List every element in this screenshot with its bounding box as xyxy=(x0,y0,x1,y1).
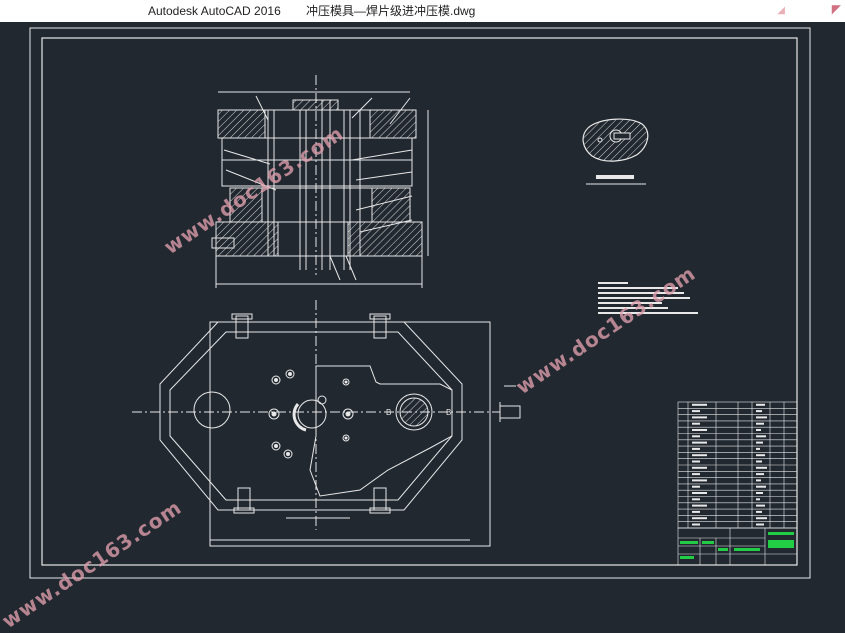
technical-notes xyxy=(598,282,698,314)
parts-row-mark xyxy=(756,447,760,450)
parts-row-mark xyxy=(692,523,700,526)
parts-row-mark xyxy=(756,498,760,501)
parts-row-mark xyxy=(756,517,767,520)
parts-row-mark xyxy=(756,435,766,438)
parts-row-mark xyxy=(756,454,765,457)
parts-row-mark xyxy=(692,460,700,463)
app-title: Autodesk AutoCAD 2016 xyxy=(148,4,281,18)
title-corner-icon: ◤ xyxy=(831,2,841,16)
parts-row-mark xyxy=(692,447,700,450)
parts-row-mark xyxy=(692,422,700,425)
parts-row-mark xyxy=(692,479,707,482)
section-view xyxy=(211,75,429,288)
title-block-accents xyxy=(680,532,794,559)
parts-row-mark xyxy=(756,485,766,488)
parts-list-table xyxy=(677,401,798,529)
parts-row-mark xyxy=(756,479,761,482)
outer-frame xyxy=(29,27,811,579)
parts-row-mark xyxy=(756,523,764,526)
part-sketch xyxy=(582,118,649,185)
section-label-b-right: B xyxy=(446,408,451,417)
parts-row-mark xyxy=(692,435,700,438)
inner-frame xyxy=(41,37,798,566)
file-title: 冲压模具—焊片级进冲压模.dwg xyxy=(306,4,476,18)
parts-row-mark xyxy=(756,473,764,476)
title-block xyxy=(677,527,798,566)
parts-row-mark xyxy=(756,429,761,431)
parts-row-mark xyxy=(756,510,762,513)
parts-row-mark xyxy=(756,492,763,494)
plan-view xyxy=(132,300,521,547)
parts-row-mark xyxy=(692,517,707,520)
parts-row-mark xyxy=(692,429,707,431)
parts-list-text xyxy=(692,403,767,526)
parts-row-mark xyxy=(692,410,700,413)
parts-row-mark xyxy=(692,498,700,501)
parts-row-mark xyxy=(692,473,700,476)
parts-row-mark xyxy=(692,403,707,406)
parts-row-mark xyxy=(692,504,707,507)
drawing-canvas[interactable]: B B xyxy=(0,22,845,593)
parts-row-mark xyxy=(756,460,762,463)
parts-row-mark xyxy=(692,492,707,494)
parts-row-mark xyxy=(756,403,765,406)
parts-row-mark xyxy=(692,454,707,457)
parts-row-mark xyxy=(692,441,707,444)
parts-row-mark xyxy=(756,410,762,413)
section-label-b-left: B xyxy=(386,408,391,417)
parts-row-mark xyxy=(692,416,707,419)
parts-row-mark xyxy=(692,485,700,488)
parts-row-mark xyxy=(692,510,700,513)
parts-row-mark xyxy=(756,504,765,507)
parts-row-mark xyxy=(692,466,707,469)
parts-row-mark xyxy=(756,441,763,444)
parts-row-mark xyxy=(756,422,764,425)
parts-row-mark xyxy=(756,466,767,469)
title-bar: Autodesk AutoCAD 2016 冲压模具—焊片级进冲压模.dwg ◢… xyxy=(0,0,845,22)
parts-row-mark xyxy=(756,416,767,419)
title-decoration-icon: ◢ xyxy=(777,5,785,16)
